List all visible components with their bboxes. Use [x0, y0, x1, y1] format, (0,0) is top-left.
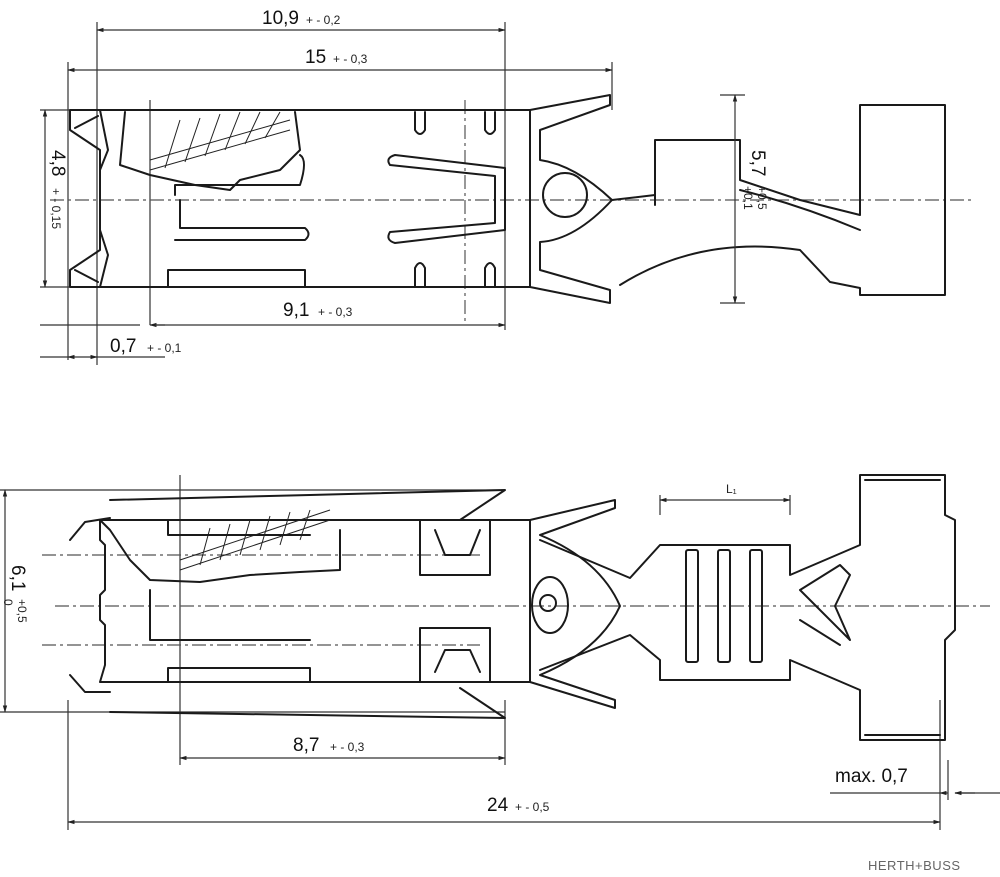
- dimension-tolerance: + - 0,5: [515, 800, 550, 814]
- dimension-4-8: 4,8 + - 0,15: [47, 150, 68, 229]
- dimension-tolerance: + - 0,1: [147, 341, 182, 355]
- dimension-value: 0,7: [110, 336, 136, 357]
- dimension-10-9: 10,9 + - 0,2: [262, 8, 341, 29]
- dimension-tolerance-lower: +0,1: [741, 186, 755, 210]
- side-view: [0, 474, 1000, 830]
- dimension-tolerance: + - 0,15: [49, 188, 63, 229]
- dimension-tolerance: + - 0,2: [306, 13, 341, 27]
- dimension-value: 10,9: [262, 8, 299, 29]
- terminal-body-top: [69, 109, 531, 288]
- dimension-value: 4,8: [47, 150, 68, 176]
- dimension-l1: L₁: [726, 482, 737, 496]
- dimension-tolerance: + - 0,3: [318, 305, 353, 319]
- dimension-0-7: 0,7 + - 0,1: [110, 336, 182, 357]
- dimension-tolerance-lower: 0: [1, 599, 15, 606]
- dimension-8-7: 8,7 + - 0,3: [293, 735, 365, 756]
- dimension-value: 9,1: [283, 300, 309, 321]
- dimension-value: 24: [487, 795, 509, 816]
- dimension-value: 6,1: [7, 565, 28, 591]
- dimension-6-1: 6,1 +0,5 0: [1, 565, 29, 623]
- dimension-tolerance-upper: +0,5: [15, 599, 29, 623]
- dimension-9-1: 9,1 + - 0,3: [283, 300, 353, 321]
- dimension-max-0-7: max. 0,7: [835, 766, 908, 787]
- brand-logo: HERTH+BUSS: [868, 858, 961, 873]
- dimension-tolerance: + - 0,3: [333, 52, 368, 66]
- dimension-5-7: 5,7 +0,5 +0,1: [741, 150, 769, 210]
- terminal-body-side: [99, 519, 531, 683]
- dimension-24: 24 + - 0,5: [487, 795, 550, 816]
- top-view: [40, 22, 975, 365]
- dimension-value: 5,7: [747, 150, 768, 176]
- dimension-tolerance: + - 0,3: [330, 740, 365, 754]
- dimension-value: 8,7: [293, 735, 319, 756]
- dimension-tolerance-upper: +0,5: [755, 186, 769, 210]
- dimension-value: 15: [305, 47, 326, 68]
- dimension-15: 15 + - 0,3: [305, 47, 368, 68]
